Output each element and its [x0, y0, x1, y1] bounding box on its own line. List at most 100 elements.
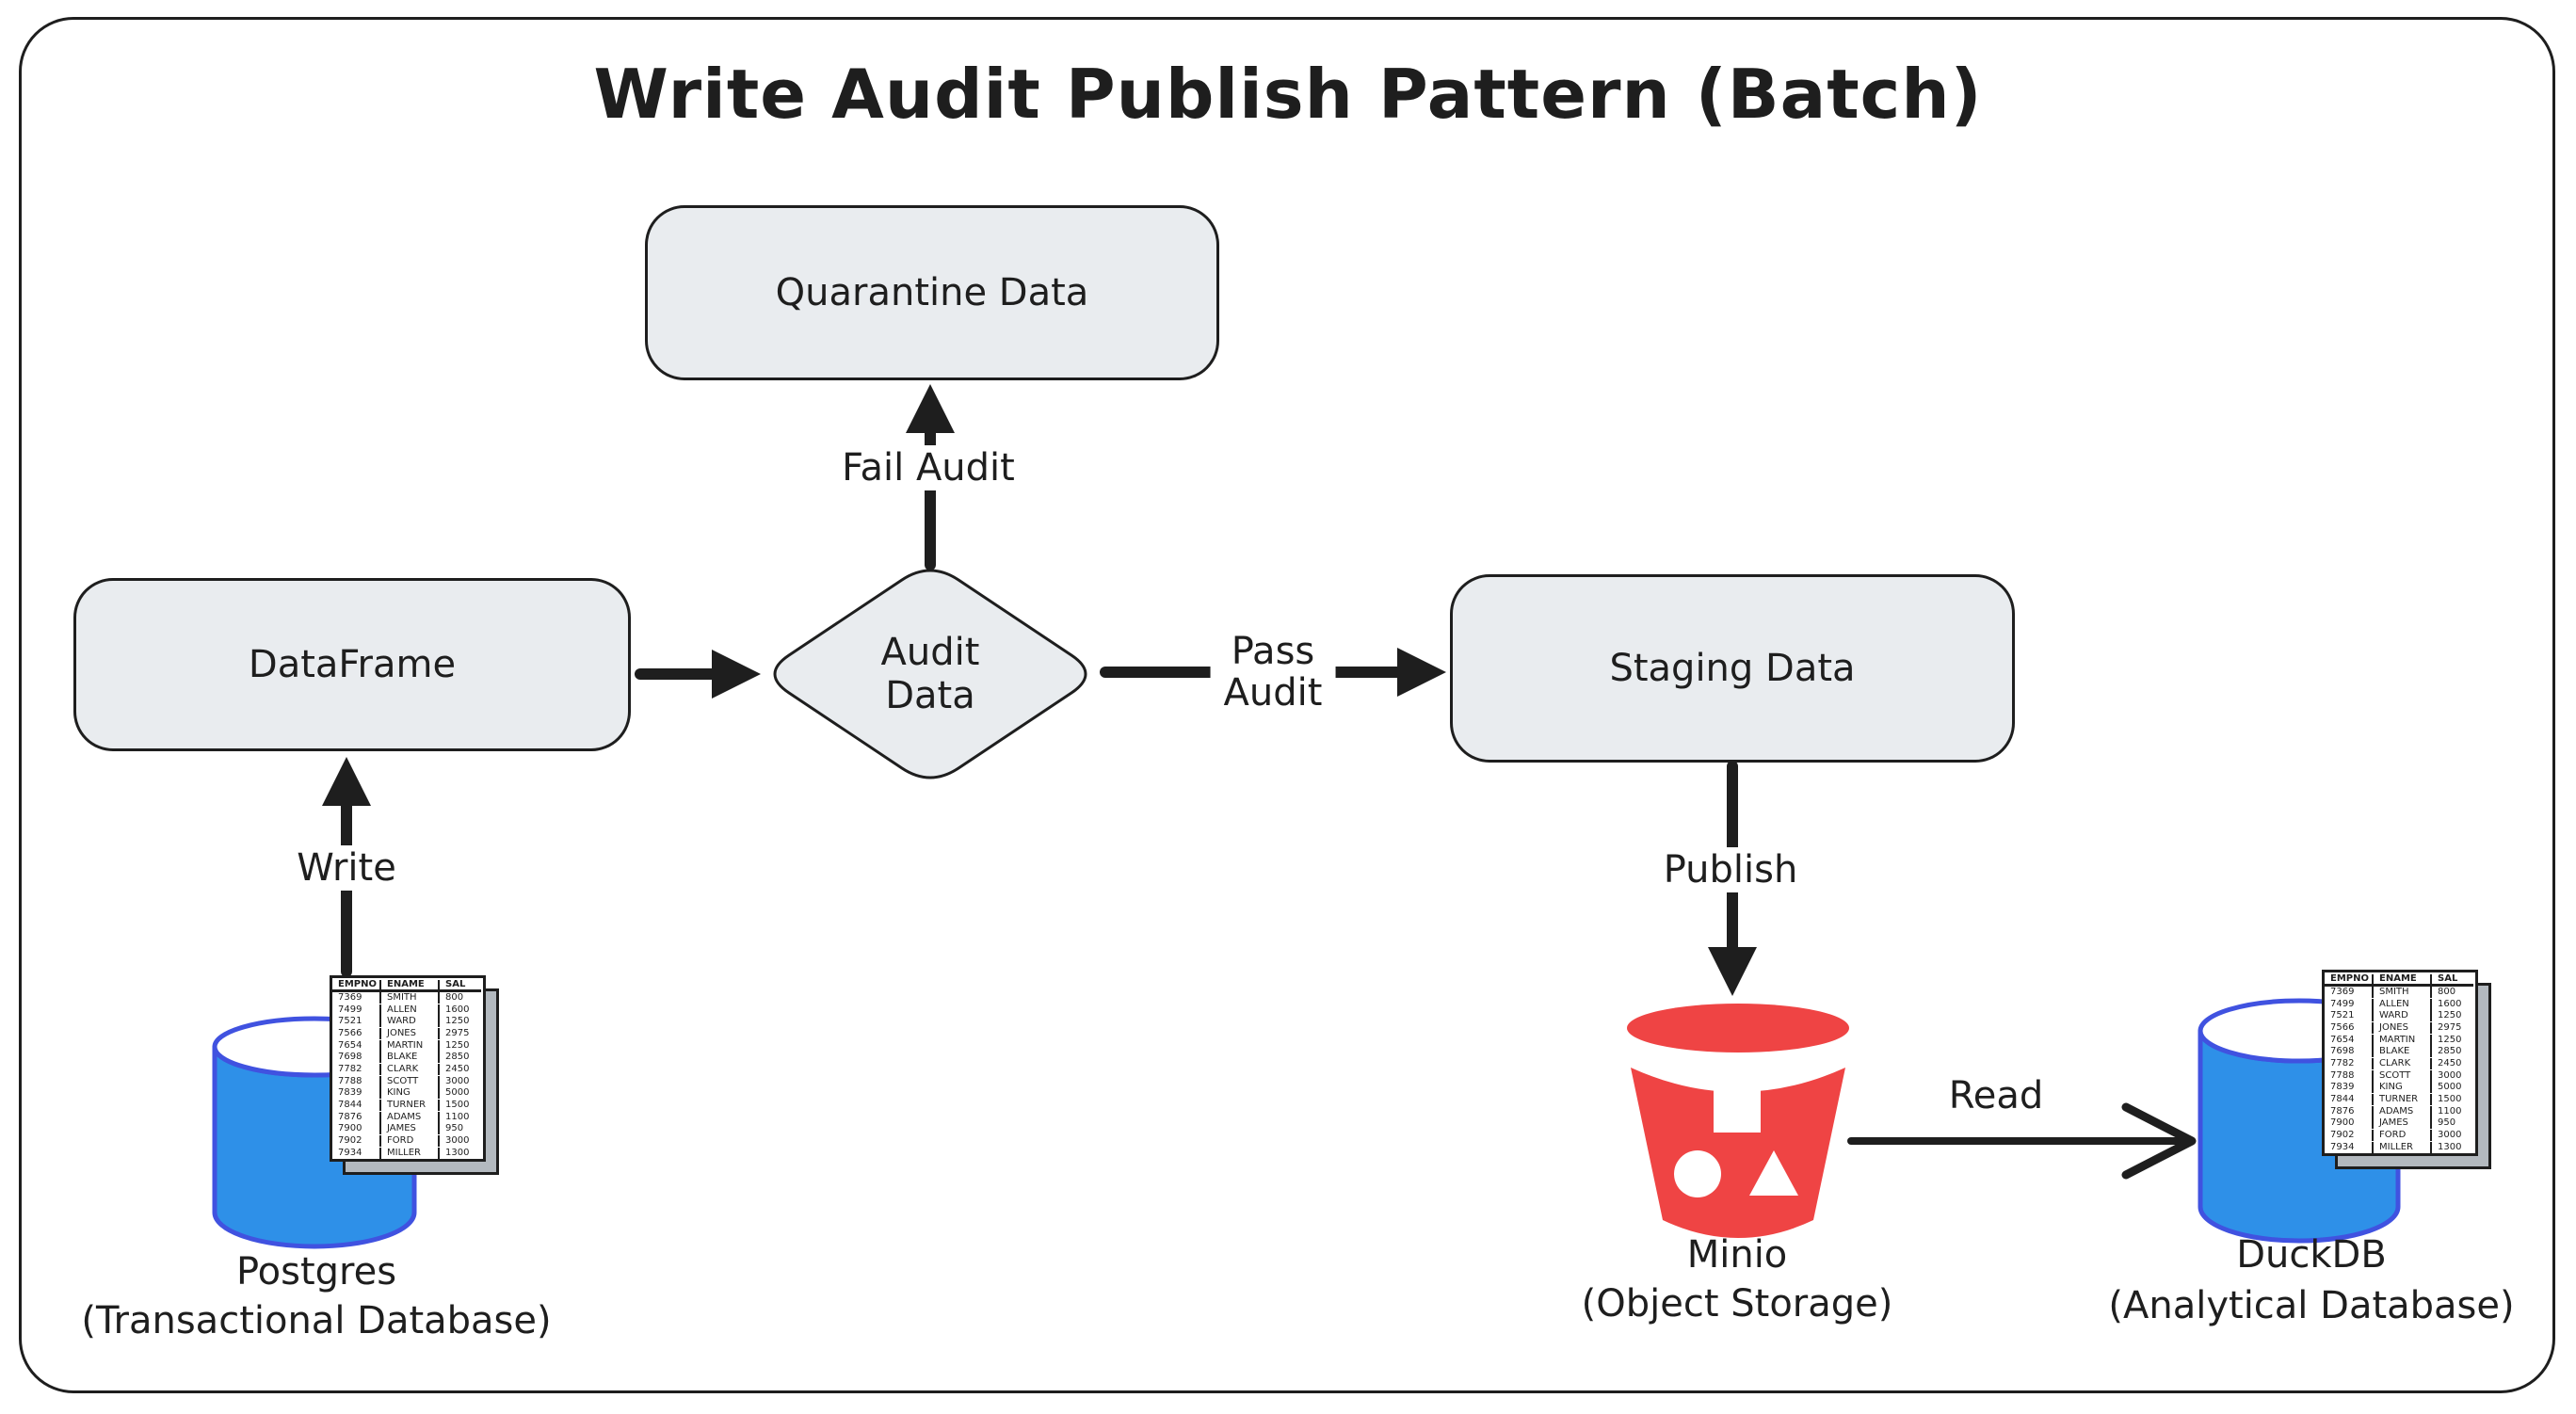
edge-label-read: Read	[1948, 1074, 2044, 1117]
duckdb-name-label: DuckDB	[2236, 1233, 2387, 1277]
minio-name-label: Minio	[1686, 1233, 1788, 1277]
emp-table-cell: 800	[2430, 987, 2473, 999]
emp-table-cell: MARTIN	[2372, 1034, 2430, 1046]
emp-table-cell: 2450	[2430, 1058, 2473, 1070]
emp-table-cell: MILLER	[2372, 1141, 2430, 1153]
emp-table-cell: SCOTT	[379, 1075, 438, 1087]
emp-table-cell: 7844	[2330, 1094, 2355, 1105]
emp-table-cell: MILLER	[379, 1147, 438, 1159]
emp-table-cell: 7876	[2330, 1105, 2355, 1117]
bucket-triangle-glyph	[1749, 1150, 1798, 1196]
emp-table-cell: 950	[2430, 1117, 2473, 1130]
emp-table-cell: FORD	[379, 1135, 438, 1147]
emp-table-cell: 7839	[2330, 1082, 2355, 1093]
dataframe-to-audit-arrow	[635, 650, 761, 699]
node-quarantine-data: Quarantine Data	[645, 205, 1219, 380]
emp-table-cell: JAMES	[2372, 1117, 2430, 1130]
emp-table-cell: 7934	[338, 1147, 362, 1158]
emp-table-cell: 7521	[338, 1016, 362, 1027]
emp-table-cell: SMITH	[379, 992, 438, 1004]
emp-table-cell: SMITH	[2372, 987, 2430, 999]
emp-table-cell: 1600	[2430, 998, 2473, 1010]
emp-table-cell: 1250	[2430, 1010, 2473, 1022]
emp-table-cell: 7782	[338, 1064, 362, 1075]
node-dataframe: DataFrame	[73, 578, 631, 751]
emp-table-cell: 7900	[2330, 1117, 2355, 1129]
node-quarantine-data-label: Quarantine Data	[775, 271, 1089, 314]
emp-table-cell: 3000	[2430, 1069, 2473, 1082]
emp-table-cell: CLARK	[379, 1064, 438, 1076]
emp-table-cell: 7900	[338, 1123, 362, 1134]
emp-table-cell: WARD	[379, 1016, 438, 1028]
emp-table-cell: 5000	[438, 1087, 481, 1100]
emp-table-cell: 3000	[2430, 1130, 2473, 1141]
emp-table-cell: 1250	[438, 1039, 481, 1052]
emp-table-cell: JONES	[2372, 1022, 2430, 1035]
emp-table-cell: 1250	[2430, 1034, 2473, 1046]
edge-label-publish: Publish	[1650, 847, 1811, 892]
emp-table-cell: ALLEN	[379, 1004, 438, 1016]
emp-table-cell: 1300	[2430, 1141, 2473, 1153]
emp-table-cell: EMPNO	[2325, 974, 2372, 987]
emp-table-cell: 1500	[2430, 1094, 2473, 1106]
diagram-title: Write Audit Publish Pattern (Batch)	[593, 55, 1983, 134]
duckdb-subtitle-label: (Analytical Database)	[2108, 1284, 2515, 1327]
bucket-square-glyph	[1714, 1085, 1761, 1133]
emp-table-cell: 7839	[338, 1087, 362, 1099]
node-staging-data: Staging Data	[1450, 574, 2015, 763]
audit-decision-diamond	[773, 569, 1087, 779]
bucket-circle-glyph	[1674, 1150, 1721, 1197]
emp-table-cell: 1250	[438, 1016, 481, 1028]
node-audit-data-label: Audit Data	[880, 631, 980, 717]
emp-table-cell: JAMES	[379, 1123, 438, 1135]
emp-table-cell: 7844	[338, 1100, 362, 1111]
emp-table-cell: 3000	[438, 1135, 481, 1147]
emp-table-cell: 3000	[438, 1075, 481, 1087]
postgres-name-label: Postgres	[235, 1250, 397, 1293]
emp-table-cell: 7654	[2330, 1034, 2355, 1045]
emp-table-cell: 950	[438, 1123, 481, 1135]
emp-table-cell: CLARK	[2372, 1058, 2430, 1070]
emp-table-cell: 2850	[438, 1052, 481, 1064]
emp-table-cell: 7934	[2330, 1141, 2355, 1152]
emp-table-cell: KING	[379, 1087, 438, 1100]
emp-table-cell: SCOTT	[2372, 1069, 2430, 1082]
emp-table-cell: 2975	[2430, 1022, 2473, 1035]
emp-table-cell: ADAMS	[2372, 1105, 2430, 1117]
minio-bucket-icon	[1627, 1004, 1849, 1238]
emp-table-cell: 7782	[2330, 1058, 2355, 1069]
emp-table-cell: 2850	[2430, 1046, 2473, 1058]
minio-subtitle-label: (Object Storage)	[1581, 1282, 1893, 1326]
emp-table-cell: WARD	[2372, 1010, 2430, 1022]
emp-table-cell: 7566	[338, 1028, 362, 1039]
emp-table-cell: 1100	[438, 1111, 481, 1123]
emp-table-cell: 1500	[438, 1100, 481, 1112]
emp-table-cell: 7698	[338, 1052, 362, 1063]
